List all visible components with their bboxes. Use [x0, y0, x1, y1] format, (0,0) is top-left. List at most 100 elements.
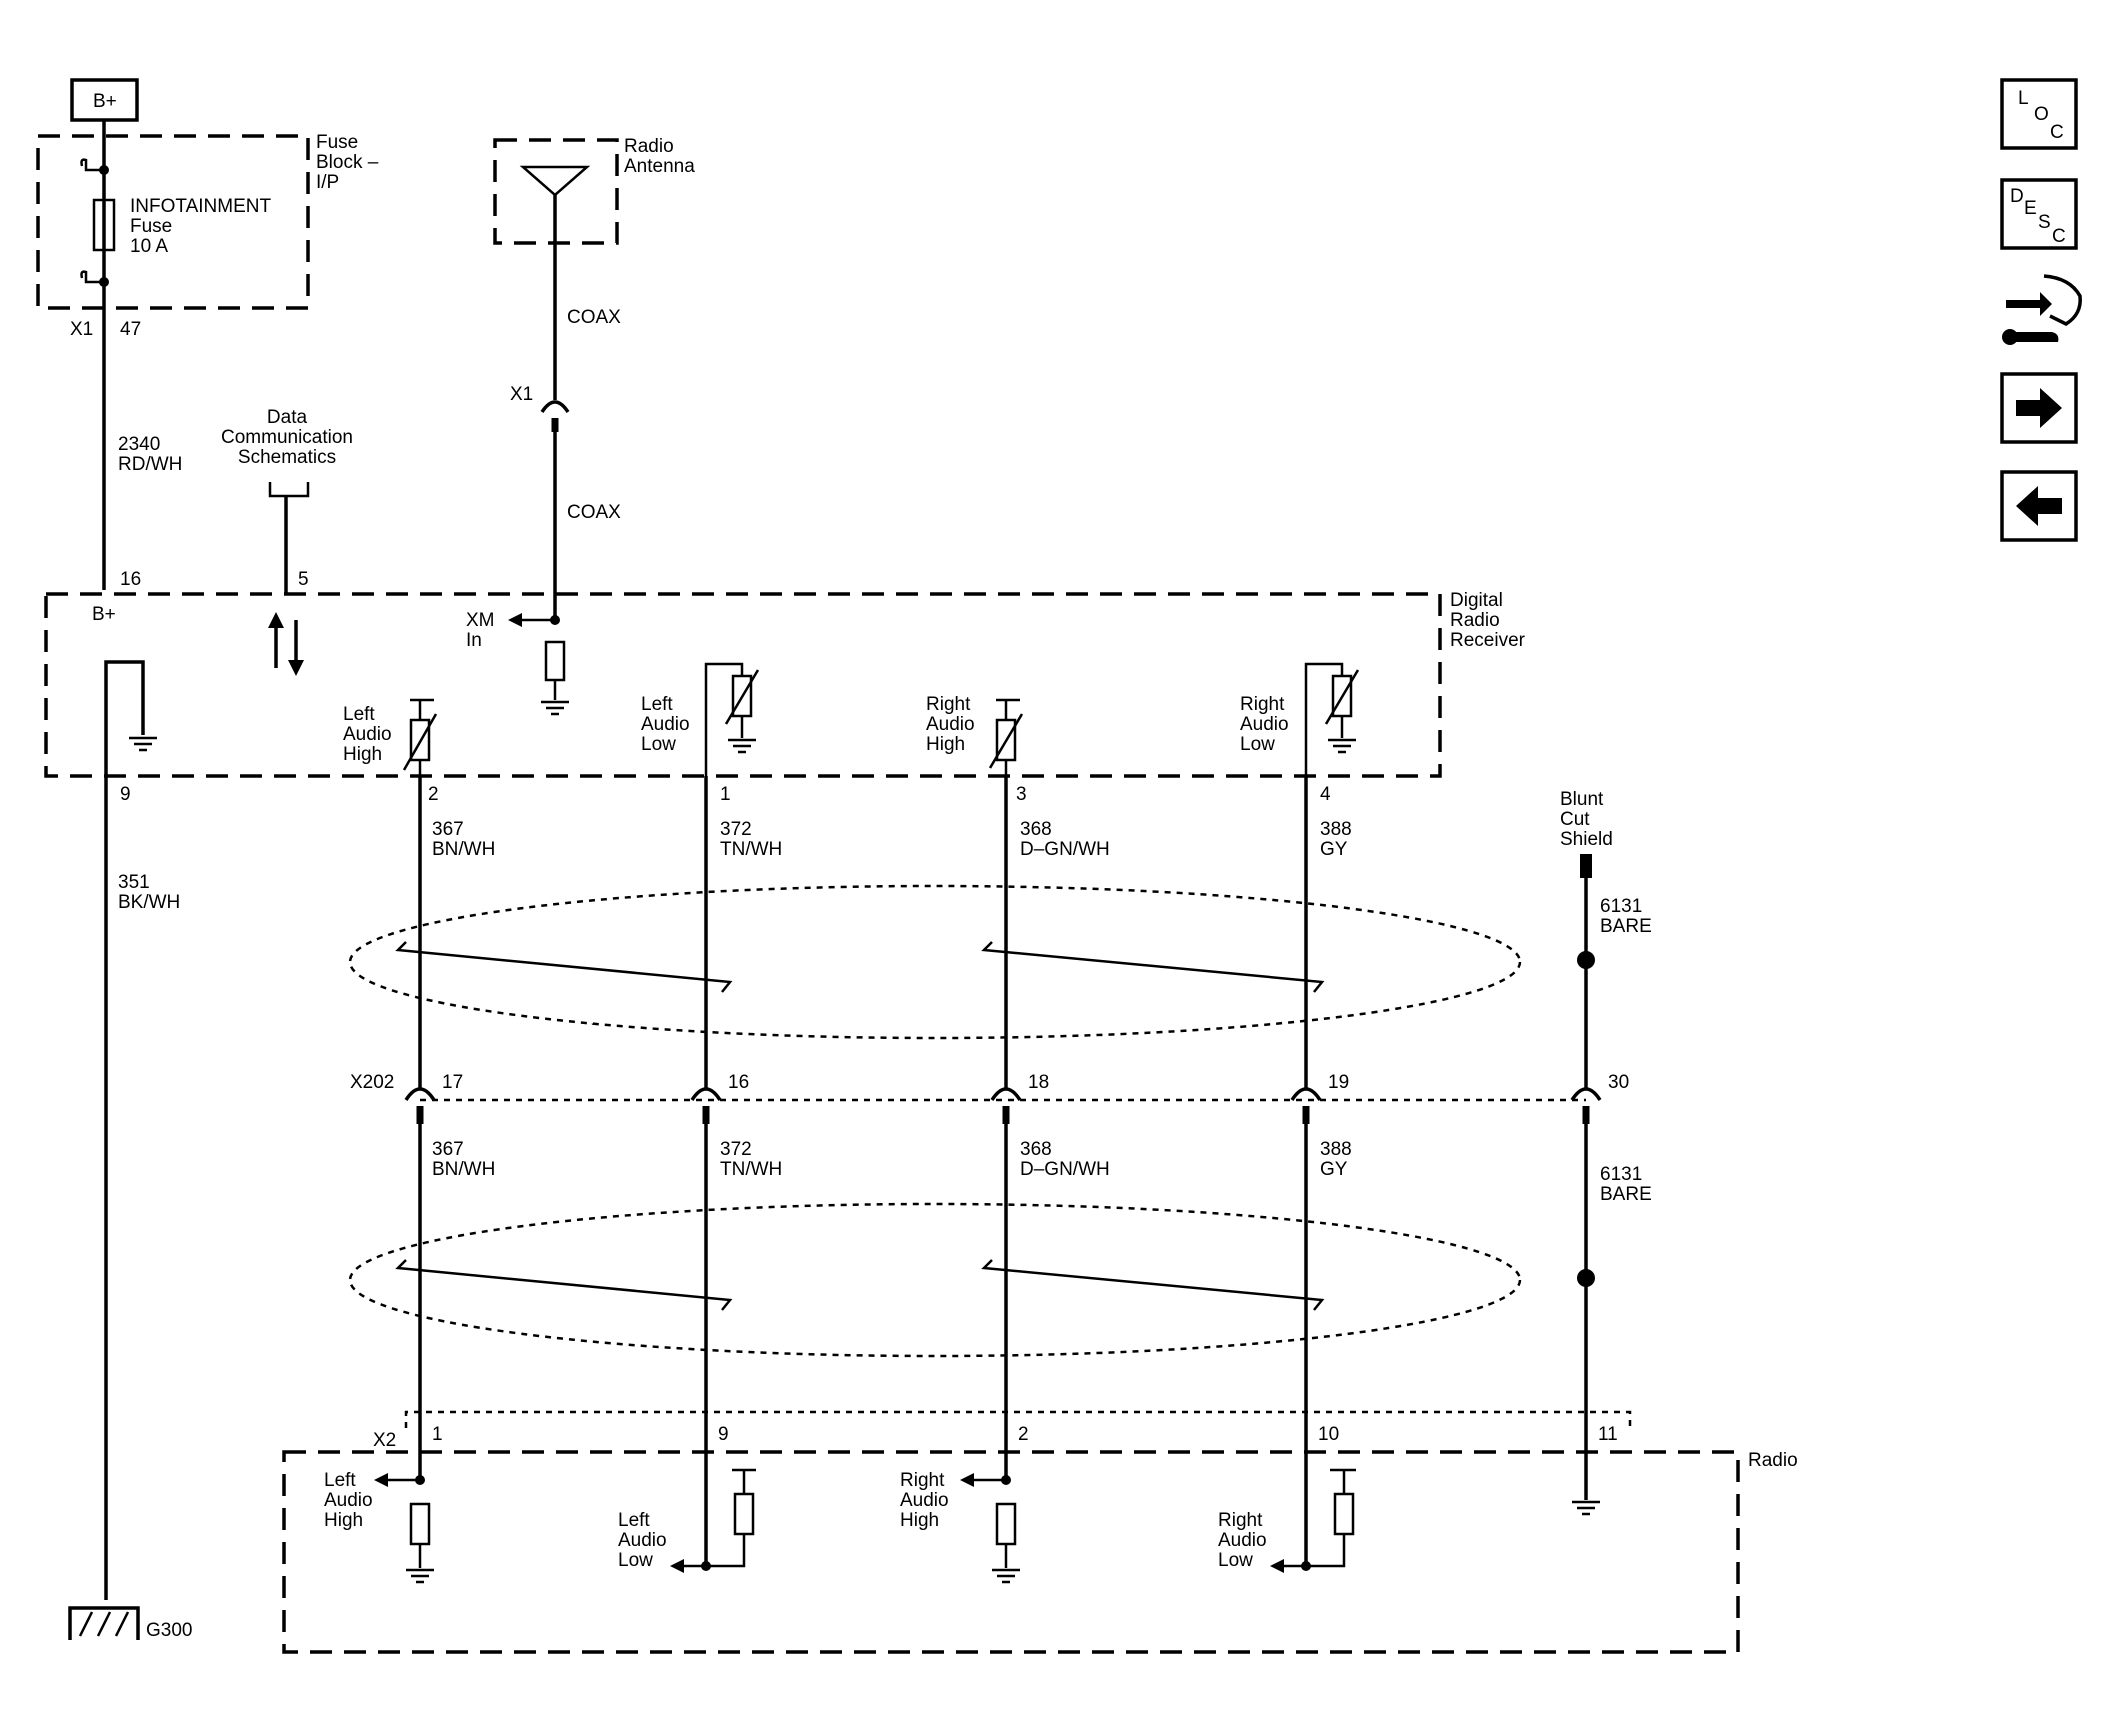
svg-text:Antenna: Antenna — [624, 156, 695, 177]
radio-lah-ground-icon — [406, 1568, 434, 1584]
radio-lal-resistor — [733, 1492, 755, 1536]
svg-text:2340: 2340 — [118, 434, 160, 455]
lower-twist-left — [395, 1259, 733, 1311]
svg-text:GY: GY — [1320, 1159, 1348, 1180]
connector-wrench-icon[interactable] — [2002, 274, 2082, 345]
svg-text:6131: 6131 — [1600, 896, 1642, 917]
radio-rah-arrow-icon — [960, 1473, 974, 1487]
radio-right-audio-high-label: Right Audio High — [900, 1470, 949, 1531]
right-arrow-icon — [2016, 388, 2062, 428]
radio-lal-wire — [706, 1534, 746, 1568]
svg-text:High: High — [926, 734, 965, 755]
radio-shield-ground-icon — [1572, 1500, 1600, 1516]
lower-shield-ellipse — [348, 1202, 1522, 1358]
svg-text:Left: Left — [618, 1510, 650, 1531]
wire-372-lower-label: 372 TN/WH — [720, 1139, 782, 1180]
svg-text:Right: Right — [1240, 694, 1285, 715]
chassis-ground-icon — [68, 1606, 140, 1640]
radio-ral-resistor — [1333, 1492, 1355, 1536]
svg-text:L: L — [2018, 88, 2029, 109]
antenna-connector-label: X1 — [510, 384, 533, 405]
lah-var-arrow — [402, 713, 438, 771]
data-comm-label: Data Communication Schematics — [221, 407, 353, 468]
svg-text:Audio: Audio — [641, 714, 690, 735]
fuse-label: INFOTAINMENT Fuse 10 A — [130, 196, 271, 257]
radio-rah-resistor — [995, 1502, 1017, 1546]
xm-ground-icon — [541, 700, 569, 716]
svg-text:D–GN/WH: D–GN/WH — [1020, 1159, 1110, 1180]
svg-text:Audio: Audio — [900, 1490, 949, 1511]
svg-text:Low: Low — [618, 1550, 653, 1571]
antenna-connector — [540, 400, 570, 414]
wire-388-lower-label: 388 GY — [1320, 1139, 1352, 1180]
x202-pin-17: 17 — [442, 1072, 463, 1093]
radio-ral-wire — [1306, 1534, 1346, 1568]
bplus-box-label: B+ — [93, 91, 117, 112]
svg-text:BARE: BARE — [1600, 916, 1652, 937]
x202-label: X202 — [350, 1072, 394, 1093]
radio-lal-arrow-icon — [670, 1559, 684, 1573]
x2-pin-9: 9 — [718, 1424, 729, 1445]
lal-var-arrow — [724, 669, 760, 725]
desc-button[interactable]: D E S C — [2000, 178, 2078, 250]
data-comm-bracket — [268, 482, 310, 498]
svg-text:TN/WH: TN/WH — [720, 1159, 782, 1180]
svg-text:O: O — [2034, 104, 2049, 125]
upper-shield-ellipse — [348, 884, 1522, 1040]
svg-text:D: D — [2010, 186, 2024, 207]
radio-ral-arrow-icon — [1270, 1559, 1284, 1573]
receiver-pin-4: 4 — [1320, 784, 1331, 805]
radio-outline — [282, 1450, 1740, 1654]
svg-text:E: E — [2024, 198, 2037, 219]
coax-upper-label: COAX — [567, 307, 621, 328]
receiver-pin-1: 1 — [720, 784, 731, 805]
radio-lah-resistor — [409, 1502, 431, 1546]
wire-388-upper-label: 388 GY — [1320, 819, 1352, 860]
receiver-right-audio-high-label: Right Audio High — [926, 694, 975, 755]
svg-text:D–GN/WH: D–GN/WH — [1020, 839, 1110, 860]
svg-text:372: 372 — [720, 1139, 752, 1160]
upper-twist-right — [981, 941, 1325, 993]
receiver-outline — [44, 592, 1442, 778]
prev-page-button[interactable] — [2000, 470, 2078, 542]
svg-text:Schematics: Schematics — [238, 447, 336, 468]
svg-text:High: High — [900, 1510, 939, 1531]
svg-text:Audio: Audio — [926, 714, 975, 735]
svg-text:TN/WH: TN/WH — [720, 839, 782, 860]
svg-text:C: C — [2050, 122, 2064, 143]
radio-rah-ground-icon — [992, 1568, 1020, 1584]
upper-shield-drain — [1577, 951, 1595, 969]
wire-367-upper-label: 367 BN/WH — [432, 819, 495, 860]
wire-368-upper-label: 368 D–GN/WH — [1020, 819, 1110, 860]
svg-text:High: High — [324, 1510, 363, 1531]
svg-text:Low: Low — [641, 734, 676, 755]
xm-in-label: XM In — [466, 610, 495, 651]
svg-text:Cut: Cut — [1560, 809, 1590, 830]
ral-var-arrow — [1324, 669, 1360, 725]
svg-text:Audio: Audio — [618, 1530, 667, 1551]
loc-button[interactable]: L O C — [2000, 78, 2078, 150]
svg-text:Receiver: Receiver — [1450, 630, 1526, 651]
fuse-block-label: Fuse Block – I/P — [316, 132, 379, 193]
receiver-right-audio-low-label: Right Audio Low — [1240, 694, 1289, 755]
svg-text:Radio: Radio — [1450, 610, 1500, 631]
radio-left-audio-low-label: Left Audio Low — [618, 1510, 667, 1571]
x2-pin-1: 1 — [432, 1424, 443, 1445]
svg-text:C: C — [2052, 226, 2066, 247]
shield-cut-end — [1580, 854, 1592, 878]
lal-wire — [704, 662, 744, 776]
svg-text:GY: GY — [1320, 839, 1348, 860]
svg-text:368: 368 — [1020, 819, 1052, 840]
svg-text:Audio: Audio — [324, 1490, 373, 1511]
receiver-label: Digital Radio Receiver — [1450, 590, 1526, 651]
svg-text:388: 388 — [1320, 1139, 1352, 1160]
svg-text:BN/WH: BN/WH — [432, 839, 495, 860]
svg-text:Left: Left — [641, 694, 673, 715]
next-page-button[interactable] — [2000, 372, 2078, 444]
svg-text:In: In — [466, 630, 482, 651]
wire-351-label: 351 BK/WH — [118, 872, 180, 913]
svg-text:Fuse: Fuse — [130, 216, 172, 237]
receiver-pin-3: 3 — [1016, 784, 1027, 805]
svg-text:Communication: Communication — [221, 427, 353, 448]
x202-pin-18: 18 — [1028, 1072, 1049, 1093]
